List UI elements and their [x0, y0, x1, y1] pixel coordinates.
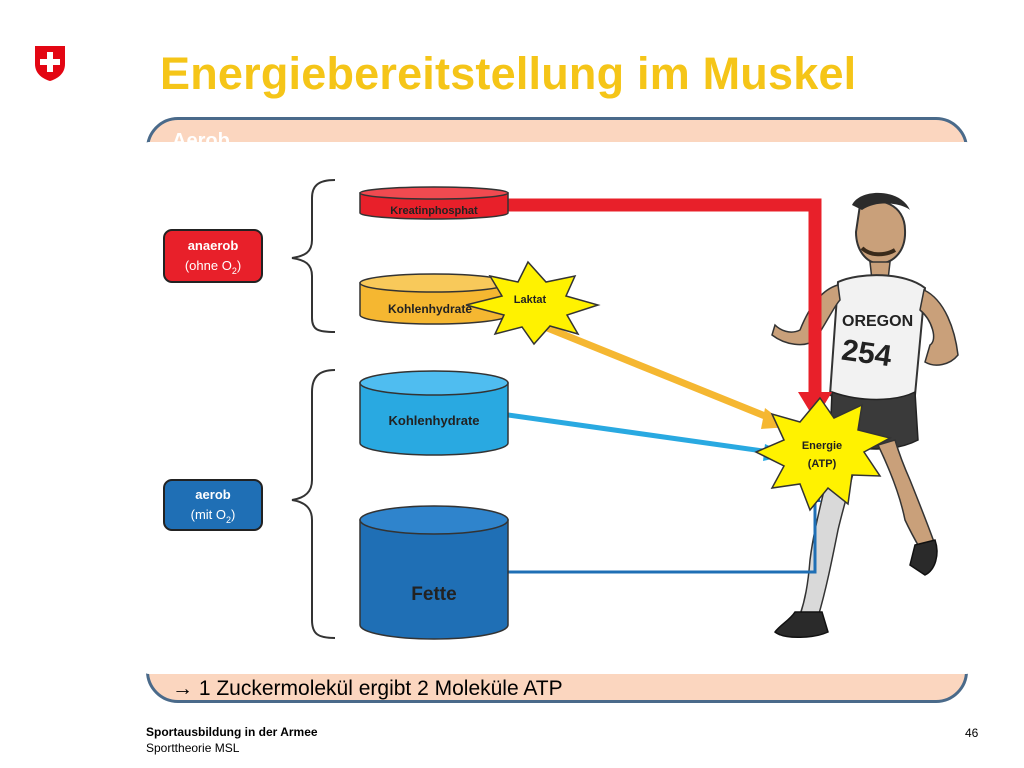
arrow-kohlenhydrate-anaerob	[538, 321, 790, 429]
energie-star: Energie (ATP)	[754, 396, 893, 512]
laktat-star: Laktat	[465, 260, 601, 346]
kohlenhydrate-aerob-label: Kohlenhydrate	[388, 413, 479, 428]
energie-label-line1: Energie	[802, 440, 842, 452]
cylinder-fette: Fette	[359, 505, 509, 640]
anaerob-subtitle: (ohne O2)	[185, 258, 241, 276]
kreatinphosphat-label: Kreatinphosphat	[390, 205, 478, 217]
cylinder-kohlenhydrate-anaerob: Kohlenhydrate	[359, 273, 509, 325]
anaerob-title: anaerob	[188, 238, 239, 253]
brace-aerob	[291, 369, 336, 639]
cylinder-kreatinphosphat: Kreatinphosphat	[359, 186, 509, 220]
brace-anaerob	[291, 179, 336, 333]
page-title: Energiebereitstellung im Muskel	[160, 48, 857, 99]
aerob-title: aerob	[195, 487, 230, 502]
arrow-kohlenhydrate-aerob	[507, 412, 790, 461]
runner-figure: OREGON 254	[771, 192, 959, 638]
footer: Sportausbildung in der Armee Sporttheori…	[146, 724, 318, 756]
laktat-label: Laktat	[514, 294, 547, 306]
footer-org: Sportausbildung in der Armee	[146, 725, 318, 739]
anaerob-box: anaerob (ohne O2)	[163, 229, 263, 283]
kohlenhydrate-anaerob-label: Kohlenhydrate	[388, 302, 472, 316]
swiss-crest-icon	[35, 46, 65, 81]
runner-shirt-text: OREGON	[842, 313, 913, 330]
aerob-box: aerob (mit O2)	[163, 479, 263, 531]
summary-note: → 1 Zuckermolekül ergibt 2 Moleküle ATP	[172, 677, 563, 700]
footer-course: Sporttheorie MSL	[146, 741, 240, 755]
fette-label: Fette	[411, 584, 456, 605]
page-number: 46	[965, 726, 979, 740]
energie-label-line2: (ATP)	[808, 458, 837, 470]
cylinder-kohlenhydrate-aerob: Kohlenhydrate	[359, 370, 509, 456]
runner-bib-number: 254	[840, 334, 894, 374]
aerob-subtitle: (mit O2)	[191, 507, 236, 525]
arrow-fette	[508, 488, 821, 574]
